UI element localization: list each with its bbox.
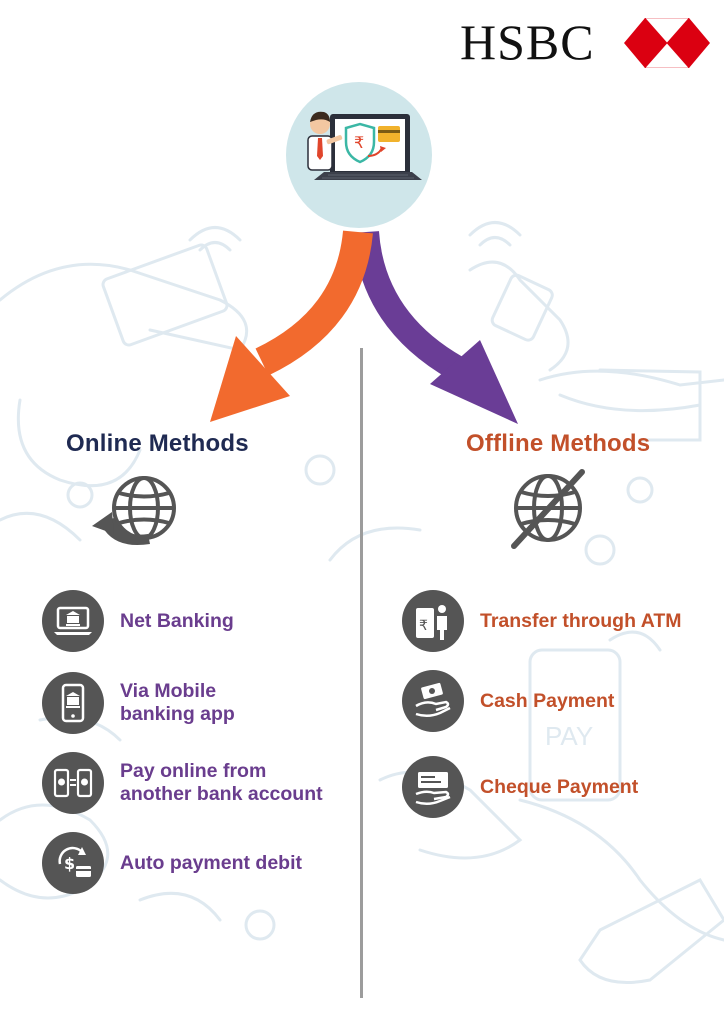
cash-hand-icon — [402, 670, 464, 732]
auto-debit-icon: $ — [42, 832, 104, 894]
businessman-laptop-card-payment-icon: ₹ — [286, 82, 432, 228]
online-item-mobile-banking: Via Mobile banking app — [42, 672, 235, 734]
cheque-hand-icon — [402, 756, 464, 818]
offline-item-label: Cash Payment — [480, 689, 615, 712]
offline-item-cheque: Cheque Payment — [402, 756, 638, 818]
online-item-auto-debit: $ Auto payment debit — [42, 832, 302, 894]
offline-item-cash: Cash Payment — [402, 670, 614, 732]
offline-item-label: Transfer through ATM — [480, 609, 682, 632]
svg-text:$: $ — [64, 854, 75, 873]
svg-text:₹: ₹ — [354, 133, 364, 152]
laptop-bank-icon — [42, 590, 104, 652]
online-item-net-banking: Net Banking — [42, 590, 234, 652]
offline-item-label: Cheque Payment — [480, 775, 639, 798]
online-item-another-bank: Pay online from another bank account — [42, 752, 323, 814]
atm-icon: ₹ — [402, 590, 464, 652]
online-arrow — [210, 230, 373, 422]
svg-text:PAY: PAY — [545, 721, 593, 751]
mobile-bank-icon — [42, 672, 104, 734]
online-methods-heading: Online Methods — [66, 430, 249, 457]
offline-arrow — [353, 230, 518, 424]
online-item-label: Net Banking — [120, 609, 234, 632]
hsbc-hexagon-icon — [624, 18, 710, 68]
globe-refresh-icon — [92, 476, 176, 546]
hsbc-logo: HSBC — [460, 14, 712, 70]
hsbc-wordmark: HSBC — [460, 14, 595, 70]
svg-text:₹: ₹ — [419, 618, 428, 634]
online-item-label: Via Mobile banking app — [120, 680, 235, 725]
phone-to-phone-transfer-icon — [42, 752, 104, 814]
online-item-label: Pay online from another bank account — [120, 760, 323, 805]
offline-item-atm: ₹ Transfer through ATM — [402, 590, 682, 652]
offline-methods-heading: Offline Methods — [466, 430, 651, 457]
center-divider — [360, 348, 363, 998]
online-item-label: Auto payment debit — [120, 851, 303, 874]
globe-crossed-icon — [511, 469, 585, 549]
